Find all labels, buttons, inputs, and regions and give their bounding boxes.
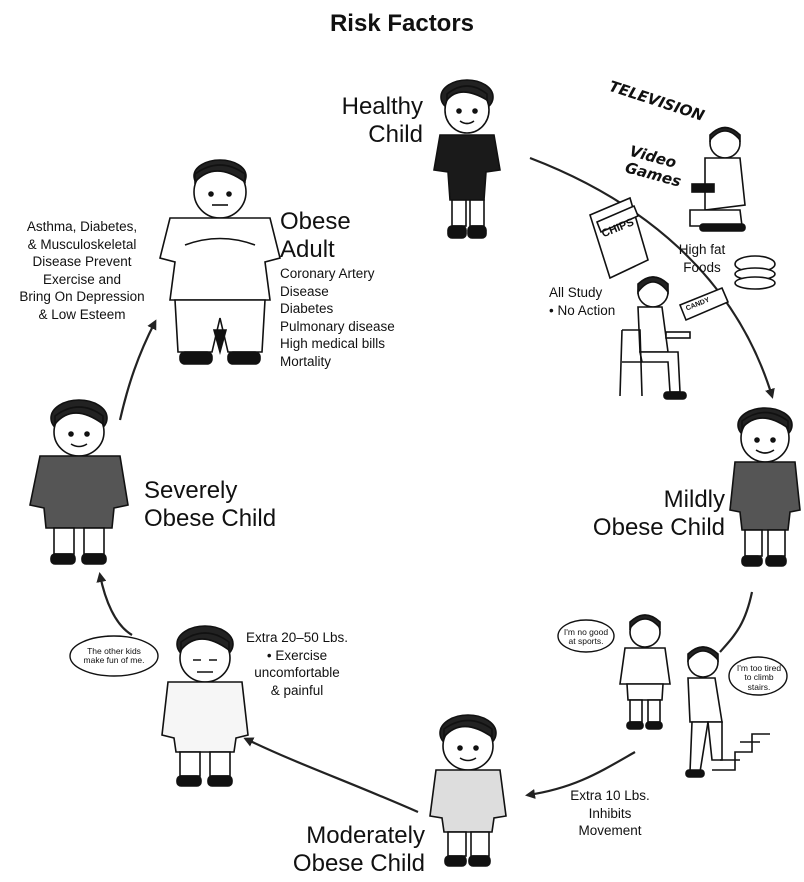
arrow-mild-to-moderate-tail <box>525 751 636 799</box>
label-extra-20-50-lbs: Extra 20–50 Lbs. • Exercise uncomfortabl… <box>245 630 349 698</box>
burger-icon <box>734 255 776 290</box>
healthy-child-figure <box>433 79 501 239</box>
label-all-study: All Study • No Action <box>549 285 616 318</box>
adult-consequences-text: Asthma, Diabetes, & Musculoskeletal Dise… <box>19 219 145 322</box>
arrow-severe-to-adult <box>96 572 133 636</box>
moderately-obese-child-figure <box>429 714 507 867</box>
obese-adult-figure <box>159 159 281 365</box>
speech-too-tired: I'm too tired to climb stairs. <box>736 663 782 692</box>
label-mildly-obese-child: Mildly Obese Child <box>592 486 725 542</box>
arrow-moderate-to-severe <box>243 737 419 814</box>
arrow-healthy-to-mild <box>529 156 775 399</box>
label-high-fat-foods: High fat Foods <box>678 242 726 275</box>
speech-make-fun: The other kids make fun of me. <box>83 646 145 666</box>
severely-obese-child-figure <box>29 399 129 565</box>
teased-child-figure <box>161 625 249 787</box>
arrow-to-adult <box>118 319 157 421</box>
speech-bubble-too-tired <box>728 656 788 696</box>
video-game-child-figure <box>689 126 746 232</box>
stair-climbing-child-figure <box>685 646 770 778</box>
diagram-title: Risk Factors <box>329 10 475 37</box>
mildly-obese-child-figure <box>729 407 801 567</box>
label-healthy-child: Healthy Child <box>341 93 423 149</box>
label-extra-10-lbs: Extra 10 Lbs. Inhibits Movement <box>570 788 650 839</box>
no-good-at-sports-child-figure <box>619 614 671 730</box>
label-obese-adult: Obese Adult <box>280 208 351 264</box>
label-moderately-obese-child: Moderately Obese Child <box>292 822 425 878</box>
speech-bubble-make-fun <box>69 635 159 677</box>
speech-bubble-no-good <box>557 619 615 653</box>
adult-conditions-list: Coronary Artery Disease Diabetes Pulmona… <box>280 266 395 369</box>
label-severely-obese-child: Severely Obese Child <box>144 477 277 533</box>
chips-bag-icon <box>589 196 649 280</box>
arrow-mild-to-moderate <box>719 591 754 653</box>
speech-no-good-at-sports: I'm no good at sports. <box>563 627 609 647</box>
candy-bar-icon <box>678 286 730 322</box>
studying-child-figure <box>619 276 691 400</box>
